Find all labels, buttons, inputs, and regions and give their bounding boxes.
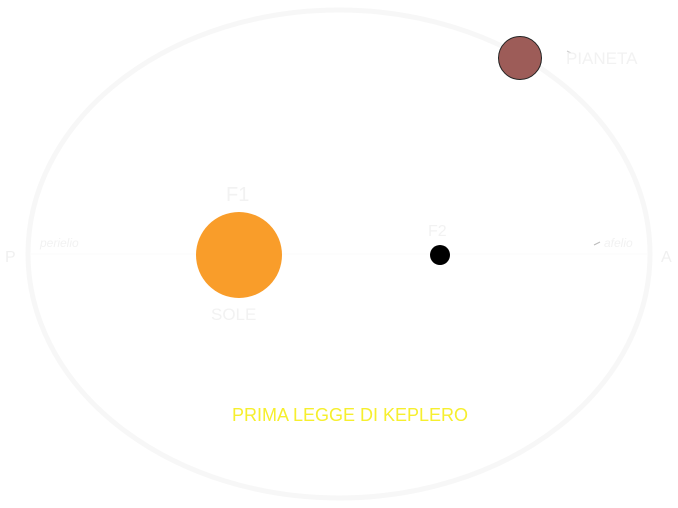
diagram-title: PRIMA LEGGE DI KEPLERO: [232, 405, 468, 425]
focus-1-label: F1: [226, 184, 249, 206]
aphelion-arrow-icon: [593, 241, 601, 246]
perihelion-marker: P: [5, 249, 16, 266]
perihelion-label: perielio: [39, 236, 79, 250]
planet: [498, 36, 542, 80]
aphelion-label: afelio: [604, 236, 633, 250]
focus-2-label: F2: [428, 223, 447, 240]
aphelion-marker: A: [661, 249, 672, 266]
planet-label: PIANETA: [566, 49, 638, 68]
orbit-ellipse: [25, 7, 653, 501]
sun-label: SOLE: [211, 305, 256, 324]
focus-2-point: [430, 245, 450, 265]
sun: [196, 212, 282, 298]
planet-pointer-icon: [566, 50, 572, 54]
